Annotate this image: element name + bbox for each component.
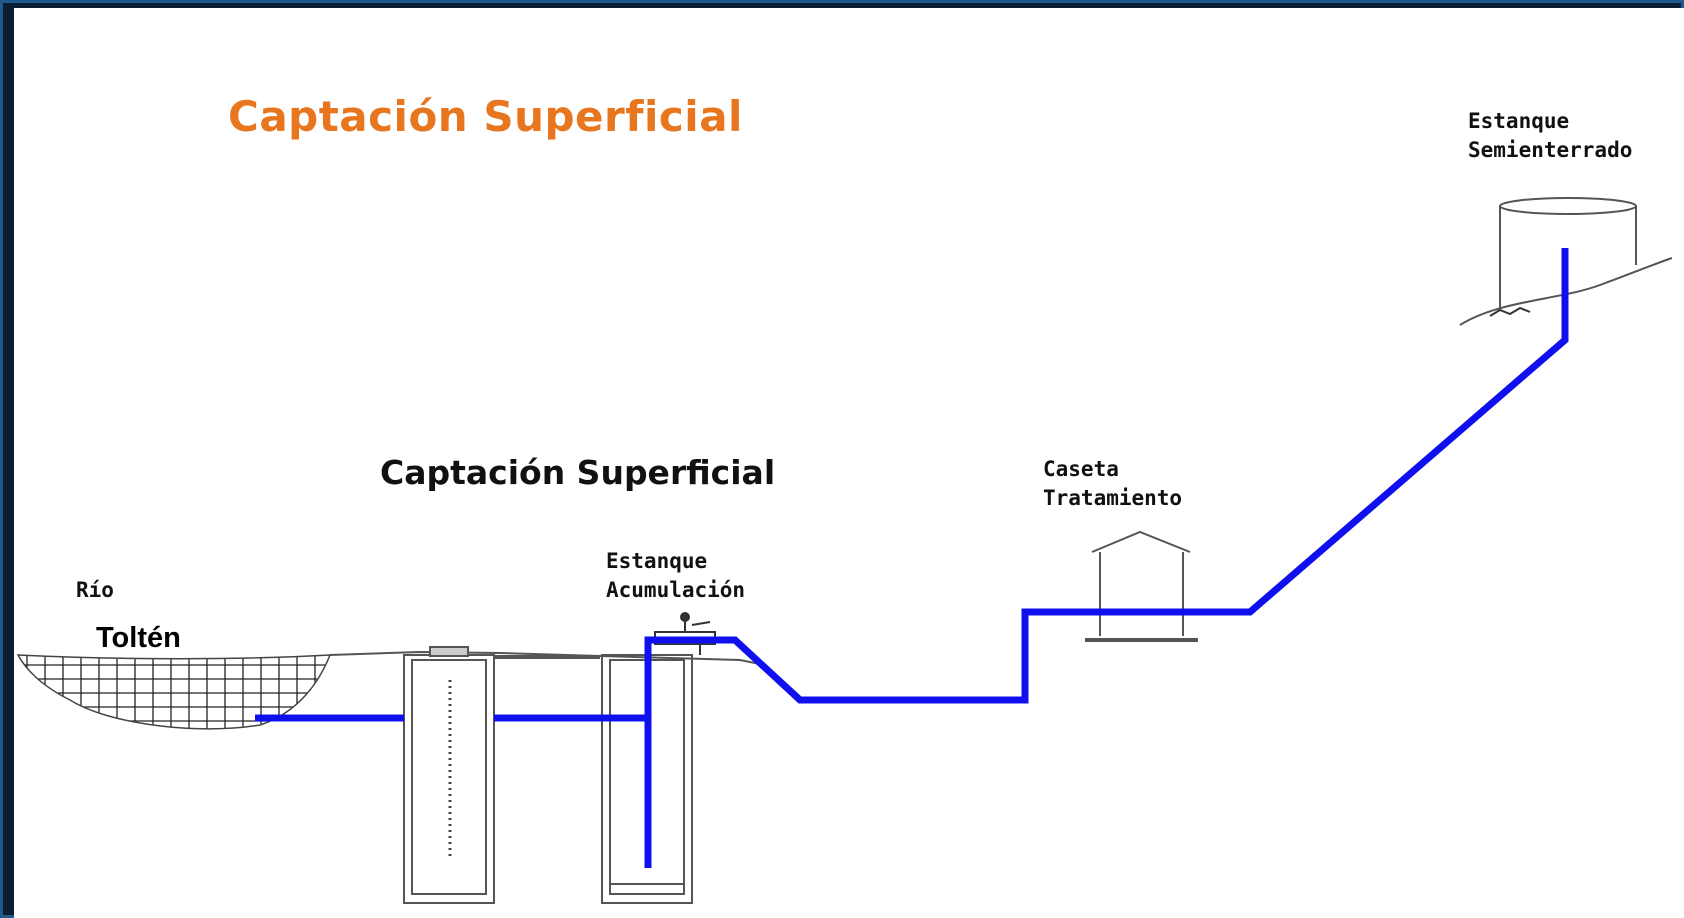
- semi-buried-label-2: Semienterrado: [1468, 138, 1633, 162]
- treatment-house: [1085, 530, 1198, 642]
- treatment-label-2: Tratamiento: [1043, 486, 1183, 510]
- river-name-label: Toltén: [96, 622, 181, 654]
- semi-buried-tank: [1459, 197, 1673, 326]
- intake-chamber: [403, 646, 495, 904]
- semi-buried-label-1: Estanque: [1468, 109, 1570, 133]
- accumulation-tank-label-1: Estanque: [606, 549, 708, 573]
- water-pipeline-main: [644, 248, 1569, 868]
- ground-line: [329, 650, 766, 666]
- treatment-label-1: Caseta: [1043, 457, 1119, 481]
- diagram-canvas: [14, 8, 1684, 918]
- river-label: Río: [76, 578, 114, 602]
- page-title: Captación Superficial: [228, 92, 743, 141]
- diagram-subtitle: Captación Superficial: [380, 453, 776, 492]
- tank-valve: [654, 612, 716, 655]
- accumulation-tank-label-2: Acumulación: [606, 578, 746, 602]
